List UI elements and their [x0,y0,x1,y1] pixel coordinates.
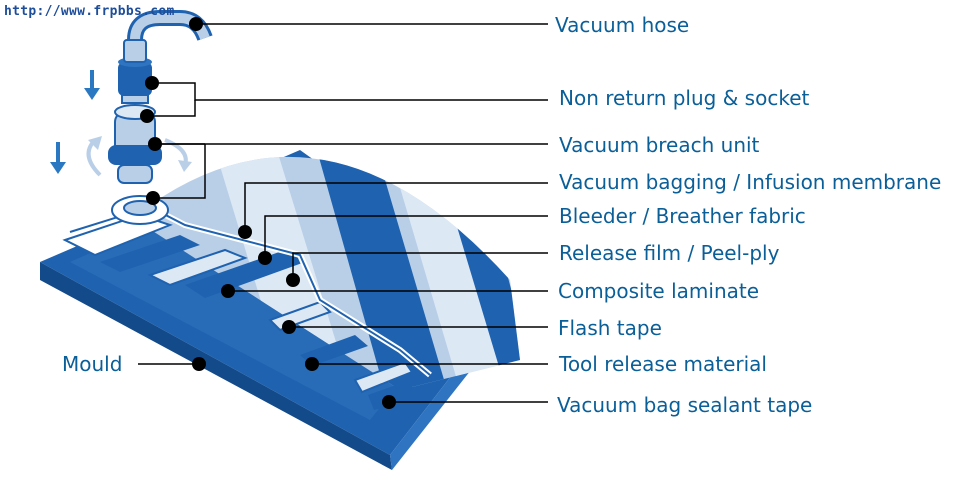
label-bleeder-breather: Bleeder / Breather fabric [559,204,806,228]
leader-dots [140,17,396,409]
label-sealant-tape: Vacuum bag sealant tape [557,393,813,417]
label-release-film: Release film / Peel-ply [559,241,780,265]
label-composite-laminate: Composite laminate [558,279,760,303]
label-flash-tape: Flash tape [558,316,662,340]
label-mould: Mould [62,352,123,376]
label-vacuum-bagging-membrane: Vacuum bagging / Infusion membrane [559,170,942,194]
leader-lines [138,23,548,403]
label-vacuum-hose: Vacuum hose [555,13,690,37]
breach-unit [108,104,162,184]
laminate-stack [62,203,432,410]
label-tool-release: Tool release material [559,352,767,376]
label-vacuum-breach-unit: Vacuum breach unit [559,133,760,157]
label-non-return-plug-socket: Non return plug & socket [559,86,810,110]
arrow-icons [50,70,192,177]
watermark-url: http://www.frpbbs.com [4,4,175,19]
